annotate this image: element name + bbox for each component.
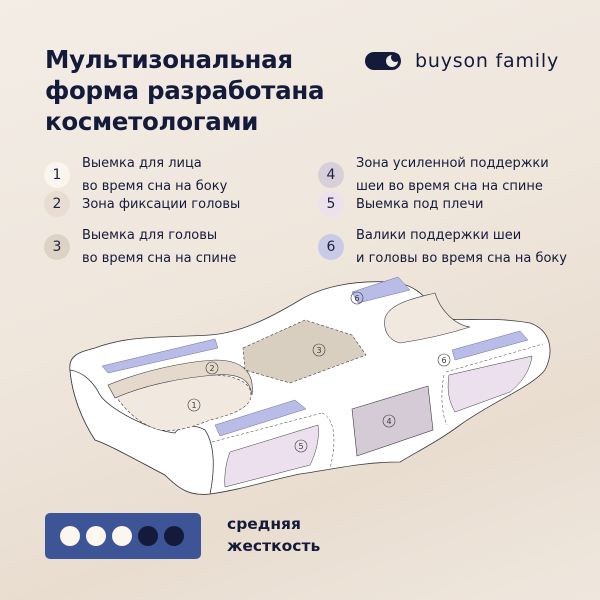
legend-text-3a: Выемка для головы xyxy=(82,228,218,243)
legend-item-2: 2 Зона фиксации головы xyxy=(44,191,240,217)
legend-text-5: Выемка под плечи xyxy=(356,196,484,212)
legend-badge-1: 1 xyxy=(44,162,70,188)
zone-label-2: 2 xyxy=(209,364,214,373)
legend-badge-4: 4 xyxy=(318,162,344,188)
zone-label-1: 1 xyxy=(191,401,196,410)
legend-badge-5: 5 xyxy=(318,191,344,217)
legend-badge-2: 2 xyxy=(44,191,70,217)
brand-logo: buyson family xyxy=(365,50,559,72)
stiffness-dot-empty xyxy=(164,526,184,546)
title-line-1: Мультизональная xyxy=(45,45,293,74)
legend-text-4a: Зона усиленной поддержки xyxy=(356,156,549,171)
stiffness-indicator xyxy=(45,513,201,559)
legend-text-6a: Валики поддержки шеи xyxy=(356,228,522,243)
legend-item-3: 3 Выемка для головы во время сна на спин… xyxy=(44,224,236,270)
zone-label-6b: 6 xyxy=(441,356,446,365)
legend-text-3b: во время сна на спине xyxy=(82,251,237,266)
title-line-3: косметологами xyxy=(45,107,259,136)
page-title: Мультизональная форма разработана космет… xyxy=(45,44,345,137)
brand-name: buyson family xyxy=(415,50,559,72)
legend-text-6b: и головы во время сна на боку xyxy=(356,251,567,266)
stiffness-dot-filled xyxy=(112,526,132,546)
stiffness-dot-empty xyxy=(138,526,158,546)
legend-text-4b: шеи во время сна на спине xyxy=(356,179,543,194)
toggle-moon-icon xyxy=(365,52,401,70)
legend-text-1b: во время сна на боку xyxy=(82,179,228,194)
stiffness-label: средняя жесткость xyxy=(227,513,320,557)
title-line-2: форма разработана xyxy=(45,76,325,105)
legend-item-6: 6 Валики поддержки шеи и головы во время… xyxy=(318,224,567,270)
stiffness-label-line-1: средняя xyxy=(227,515,301,533)
zone-label-4: 4 xyxy=(386,417,391,426)
legend-text-2: Зона фиксации головы xyxy=(82,196,241,212)
stiffness-dot-filled xyxy=(86,526,106,546)
zone-label-5: 5 xyxy=(298,442,303,451)
legend-badge-6: 6 xyxy=(318,234,344,260)
legend-item-1: 1 Выемка для лица во время сна на боку xyxy=(44,152,227,198)
legend-text-1a: Выемка для лица xyxy=(82,156,202,171)
zone-label-3: 3 xyxy=(316,346,321,355)
stiffness-label-line-2: жесткость xyxy=(227,537,321,555)
legend-badge-3: 3 xyxy=(44,234,70,260)
legend-item-4: 4 Зона усиленной поддержки шеи во время … xyxy=(318,152,549,198)
stiffness-dot-filled xyxy=(60,526,80,546)
legend-item-5: 5 Выемка под плечи xyxy=(318,191,483,217)
zone-label-6a: 6 xyxy=(354,294,359,303)
